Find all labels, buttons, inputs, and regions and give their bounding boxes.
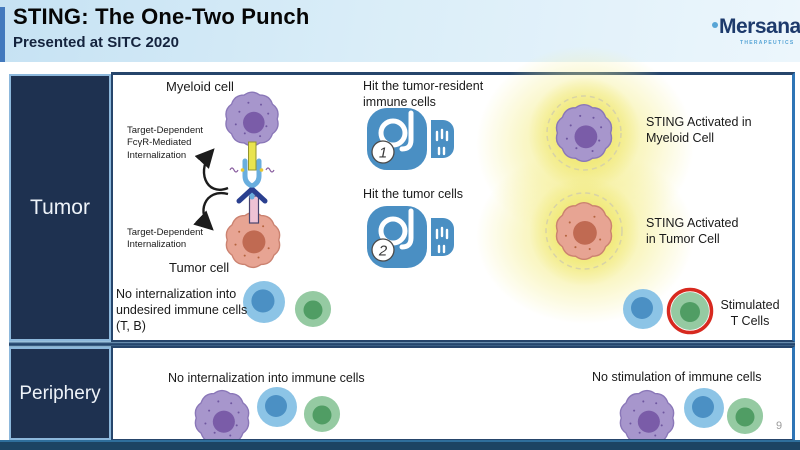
slide-title: STING: The One-Two Punch (13, 4, 310, 29)
target-internalization-arrow (193, 191, 229, 231)
fcgr-internalization-label: Target-Dependent FcγR-Mediated Internali… (127, 125, 204, 161)
stimulated-t-cells-label: Stimulated T Cells (720, 298, 780, 328)
periphery-t-cell-icon-2 (684, 388, 724, 428)
periphery-t-cell-icon (257, 387, 297, 427)
mersana-logo: Mersana THERAPEUTICS (712, 15, 800, 55)
sting-activated-myeloid-label: STING Activated in Myeloid Cell (646, 115, 752, 145)
periphery-myeloid-cell-icon-2 (620, 391, 673, 446)
slide-subtitle: Presented at SITC 2020 (13, 34, 179, 51)
t-cell-icon (243, 281, 285, 323)
tumor-receptor (248, 195, 260, 224)
activated-myeloid-cell-icon (556, 105, 611, 162)
logo-wordmark: Mersana (719, 15, 800, 38)
punch-icon-1: 1 (367, 108, 454, 170)
logo-dot-icon (712, 22, 718, 28)
myeloid-cell-label: Myeloid cell (166, 79, 234, 94)
myeloid-cell-icon (226, 92, 278, 146)
tumor-row-label: Tumor (9, 74, 111, 341)
fcgr-internalization-arrow (194, 148, 229, 191)
footer-bar (0, 440, 800, 450)
punch-1-caption: Hit the tumor-resident immune cells (363, 79, 484, 109)
page-number: 9 (776, 420, 783, 432)
periphery-b-cell-icon (303, 395, 341, 433)
myeloid-receptor (248, 141, 257, 171)
sting-activated-tumor-label: STING Activated in Tumor Cell (646, 216, 739, 246)
adc-antibody-icon (229, 158, 275, 204)
tumor-cell-label: Tumor cell (169, 260, 230, 275)
row-separator (9, 340, 795, 348)
target-internalization-label: Target-Dependent Internalization (127, 227, 204, 251)
logo-tagline: THERAPEUTICS (740, 40, 795, 46)
periphery-b-cell-icon-2 (726, 397, 764, 435)
punch-1-number: 1 (379, 145, 387, 162)
periphery-no-internalization-label: No internalization into immune cells (168, 371, 365, 385)
periphery-row-label: Periphery (9, 347, 111, 440)
punch-icon-2: 2 (367, 206, 454, 268)
punch-2-number: 2 (378, 243, 388, 260)
periphery-cells (195, 387, 764, 446)
activated-tumor-cell-icon (556, 203, 611, 260)
header-accent-bar (0, 7, 5, 62)
stimulated-t-cell-blue-icon (623, 289, 663, 329)
stimulated-t-cell-green-icon (671, 292, 709, 330)
periphery-myeloid-cell-icon (195, 391, 248, 446)
no-internalization-label: No internalization into undesired immune… (116, 287, 248, 333)
periphery-no-stimulation-label: No stimulation of immune cells (592, 370, 762, 384)
b-cell-icon (294, 290, 332, 328)
punch-2-caption: Hit the tumor cells (363, 187, 464, 201)
